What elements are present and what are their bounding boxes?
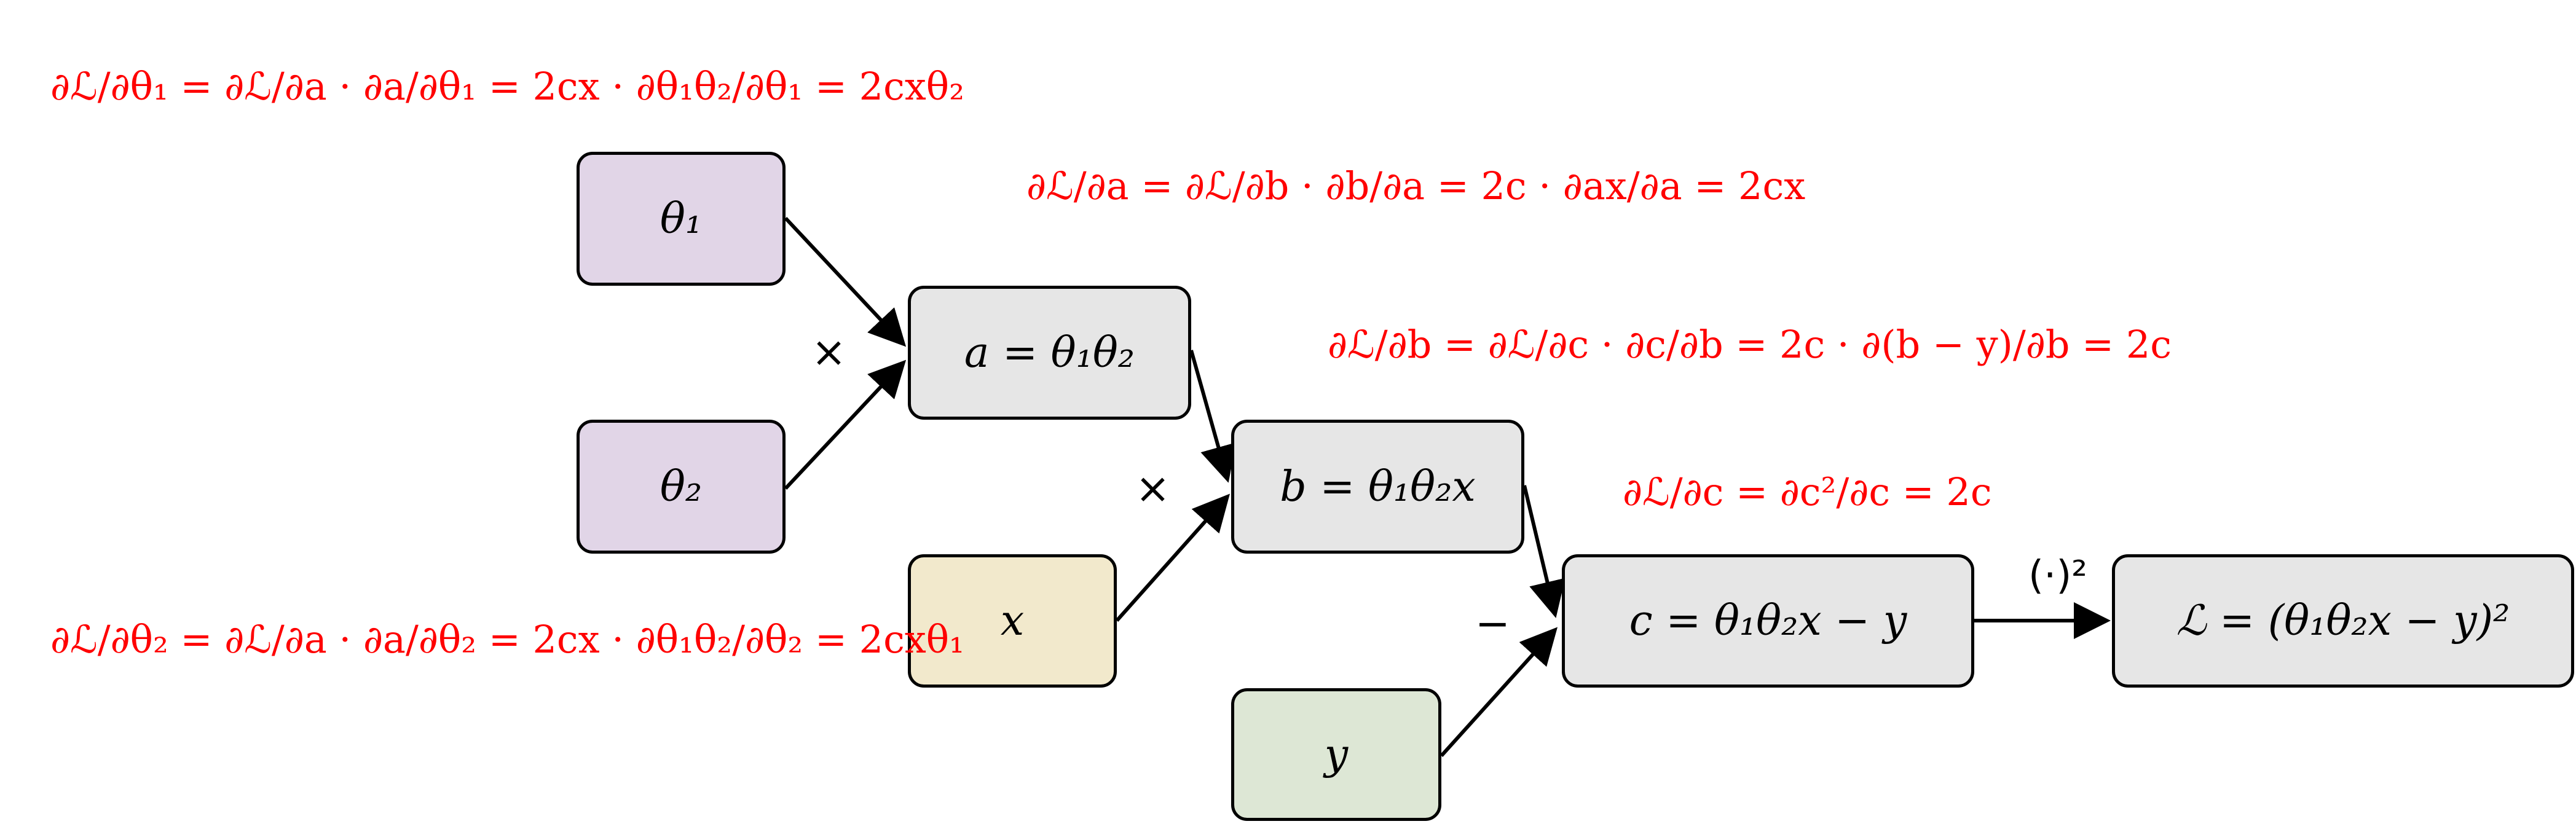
node-y: y (1231, 688, 1441, 821)
node-c: c = θ₁θ₂x − y (1562, 554, 1974, 688)
edge-y-c (1440, 627, 1558, 758)
square-op: (·)² (2028, 553, 2087, 598)
grad-eq-c: ∂ℒ/∂c = ∂c²/∂c = 2c (1623, 469, 1992, 514)
node-theta2: θ₂ (577, 420, 786, 554)
node-theta1: θ₁ (577, 152, 786, 286)
multiply-op-a: × (811, 328, 846, 377)
edge-a-b (1189, 350, 1237, 483)
edge-b-c (1522, 485, 1566, 618)
node-x: x (908, 554, 1117, 688)
node-b: b = θ₁θ₂x (1231, 420, 1524, 554)
edge-x-b (1115, 493, 1230, 622)
grad-eq-b: ∂ℒ/∂b = ∂ℒ/∂c · ∂c/∂b = 2c · ∂(b − y)/∂b… (1328, 322, 2172, 367)
multiply-op-b: × (1135, 465, 1170, 513)
grad-eq-a: ∂ℒ/∂a = ∂ℒ/∂b · ∂b/∂a = 2c · ∂ax/∂a = 2c… (1026, 163, 1806, 208)
grad-eq-theta1: ∂ℒ/∂θ₁ = ∂ℒ/∂a · ∂a/∂θ₁ = 2cx · ∂θ₁θ₂/∂θ… (50, 64, 964, 109)
minus-op: − (1475, 600, 1510, 648)
edge-theta1-a (784, 216, 907, 347)
node-loss: ℒ = (θ₁θ₂x − y)² (2112, 554, 2574, 688)
grad-eq-theta2: ∂ℒ/∂θ₂ = ∂ℒ/∂a · ∂a/∂θ₂ = 2cx · ∂θ₁θ₂/∂θ… (50, 617, 964, 662)
node-a: a = θ₁θ₂ (908, 286, 1191, 420)
edge-theta2-a (784, 359, 907, 490)
